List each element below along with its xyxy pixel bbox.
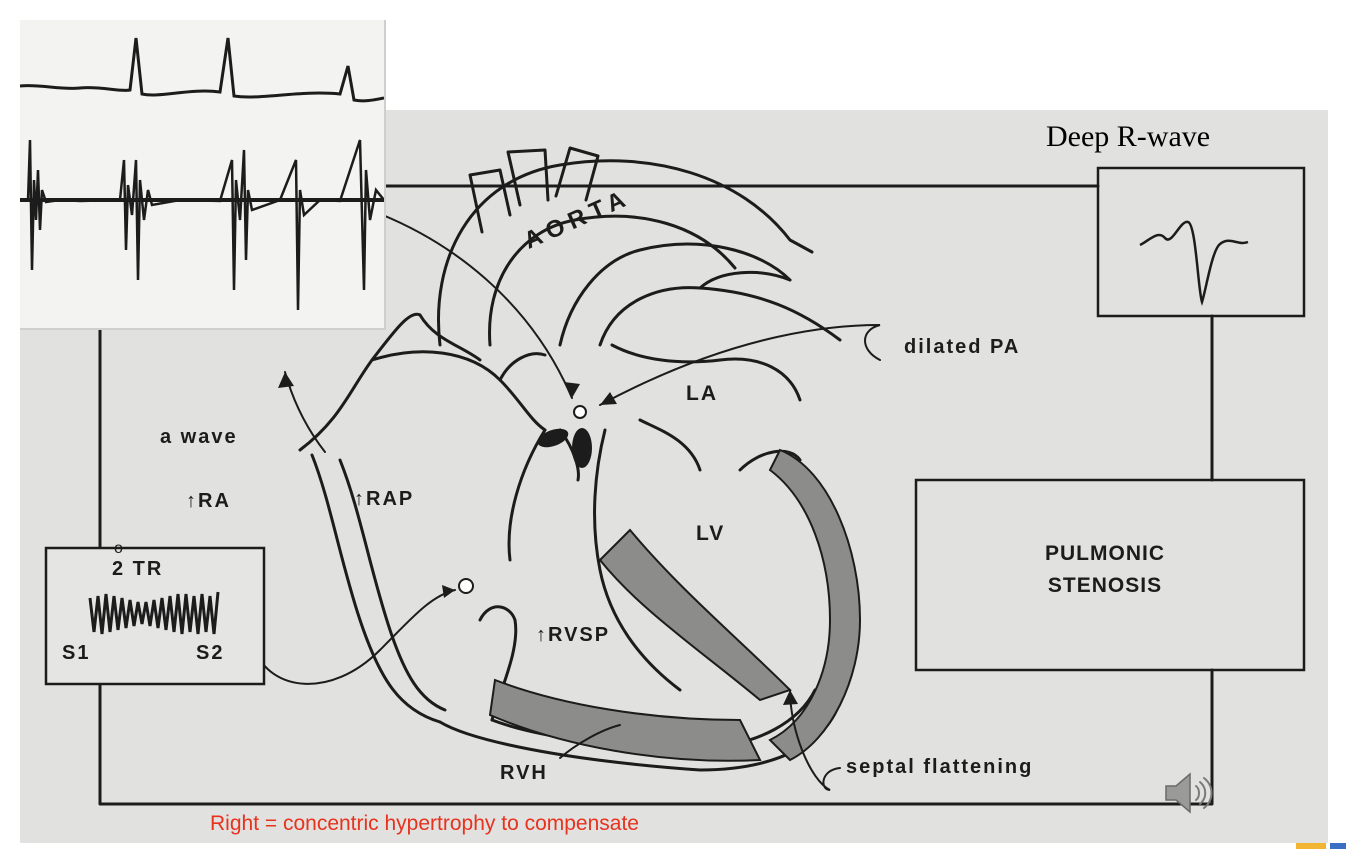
pulmonic-valve-left (537, 428, 569, 448)
corner-accent-graphic (1296, 843, 1346, 849)
rvh-arrow (559, 724, 621, 759)
ecg-top-trace (19, 37, 385, 103)
ecg-strip-inset (19, 20, 386, 330)
s1-label: S1 (62, 642, 91, 664)
rap-label: ↑RAP (354, 488, 415, 510)
pulmonic-valve-right (572, 428, 592, 468)
pulmonic-line-2: STENOSIS (1047, 574, 1163, 597)
tr-label: 2 TR (112, 558, 164, 580)
r-wave-trace (1139, 220, 1249, 306)
aorta-branch-1 (468, 168, 512, 234)
ascending-aorta (558, 242, 792, 347)
valve-dot (573, 405, 587, 419)
pulmonic-line-1: PULMONIC (1045, 542, 1165, 565)
ra-wall (310, 453, 442, 724)
loop-left-lower-line (98, 668, 1214, 806)
arrowhead-pa (600, 392, 617, 405)
ecg-lower-trace (20, 139, 385, 311)
tr-degree-mark: o (114, 540, 125, 557)
rvsp-label: ↑RVSP (536, 624, 611, 646)
ra-wall-outer (298, 312, 422, 452)
ra-label: ↑RA (186, 490, 231, 512)
arrowhead-tr (442, 585, 455, 598)
pulmonary-artery (598, 286, 842, 347)
vein-upper (370, 350, 547, 432)
aorta-outer (437, 159, 814, 347)
deep-r-wave-label: Deep R-wave (1046, 120, 1211, 153)
arrowhead-septal (783, 690, 798, 705)
speaker-icon[interactable] (1162, 768, 1222, 818)
tr-target-dot (458, 578, 474, 594)
septal-flattening-label: septal flattening (846, 756, 1034, 778)
caption: Right = concentric hypertrophy to compen… (210, 812, 639, 835)
ecg-strip (19, 37, 385, 311)
r-wave-box (1096, 166, 1306, 318)
septum-muscle (488, 448, 862, 762)
lv-inner (738, 449, 802, 472)
lv-label: LV (696, 522, 726, 545)
dilated-pa-label: dilated PA (904, 336, 1021, 358)
ra-inner (338, 458, 447, 712)
rvh-label: RVH (500, 762, 548, 784)
la-wall (610, 343, 802, 402)
aorta-branch-3 (554, 146, 600, 202)
corner-accent (1296, 842, 1346, 854)
septal-arrow (789, 689, 841, 791)
lv-wall (593, 428, 682, 692)
la-inner (638, 418, 702, 472)
a-wave-label: a wave (160, 426, 238, 448)
ecg-arrow (369, 209, 573, 399)
la-label: LA (686, 382, 718, 405)
s2-label: S2 (196, 642, 225, 664)
tricuspid (507, 428, 547, 562)
aorta-branch-2 (506, 148, 550, 207)
pulmonic-stenosis-label: PULMONIC STENOSIS (918, 538, 1292, 602)
tr-arrow (254, 589, 456, 685)
arrowhead-a-wave (278, 372, 294, 388)
vein-branch-b (498, 352, 547, 382)
pa-branch (698, 270, 792, 290)
arrowhead-ecg (564, 382, 580, 398)
murmur-waveform (88, 591, 220, 635)
vein-branch-a (418, 313, 482, 362)
dilated-pa-arrow (599, 324, 881, 406)
pulmonic-box (914, 478, 1306, 672)
